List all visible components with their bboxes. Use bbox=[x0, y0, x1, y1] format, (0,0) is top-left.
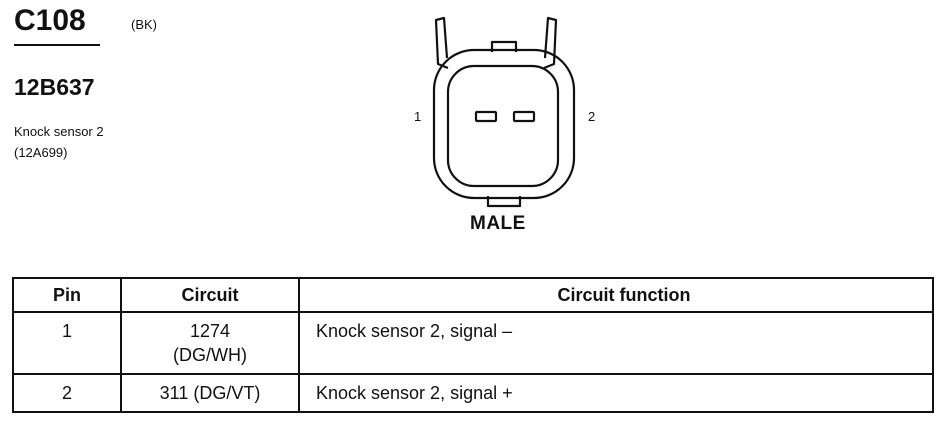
row-1-circuit: 1274 (DG/WH) bbox=[120, 311, 300, 375]
connector-gender-label: MALE bbox=[470, 213, 526, 234]
row-2-circuit: 311 (DG/VT) bbox=[120, 373, 300, 413]
pin-2-terminal bbox=[512, 110, 536, 123]
connector-face-diagram: 1 2 bbox=[414, 16, 595, 208]
header-pin: Pin bbox=[12, 277, 122, 313]
row-1-circuit-color: (DG/WH) bbox=[173, 345, 247, 365]
housing-outer bbox=[432, 48, 576, 200]
table-header-row: Pin Circuit Circuit function bbox=[12, 277, 934, 313]
connector-id-underline bbox=[14, 44, 100, 46]
pin-label-1: 1 bbox=[414, 109, 421, 124]
connector-id: C108 bbox=[14, 4, 86, 37]
pinout-table: Pin Circuit Circuit function 1 1274 (DG/… bbox=[12, 277, 934, 413]
pin-label-2: 2 bbox=[588, 109, 595, 124]
row-2-pin: 2 bbox=[12, 373, 122, 413]
table-row: 1 1274 (DG/WH) Knock sensor 2, signal – bbox=[12, 311, 934, 375]
row-1-function: Knock sensor 2, signal – bbox=[298, 311, 934, 375]
row-1-circuit-number: 1274 bbox=[189, 321, 231, 341]
description-line-1: Knock sensor 2 bbox=[14, 124, 104, 139]
housing-inner bbox=[446, 64, 560, 188]
row-2-function: Knock sensor 2, signal + bbox=[298, 373, 934, 413]
bottom-tab bbox=[486, 196, 522, 208]
row-2-circuit-number: 311 (DG/VT) bbox=[159, 383, 261, 403]
row-1-pin: 1 bbox=[12, 311, 122, 375]
header-circuit-function: Circuit function bbox=[298, 277, 934, 313]
top-tab bbox=[490, 40, 518, 52]
right-lock-arm bbox=[543, 16, 558, 70]
table-row: 2 311 (DG/VT) Knock sensor 2, signal + bbox=[12, 373, 934, 413]
description-line-2: (12A699) bbox=[14, 145, 68, 160]
color-code: (BK) bbox=[131, 17, 157, 32]
pin-1-terminal bbox=[474, 110, 498, 123]
part-number: 12B637 bbox=[14, 74, 95, 100]
header-circuit: Circuit bbox=[120, 277, 300, 313]
